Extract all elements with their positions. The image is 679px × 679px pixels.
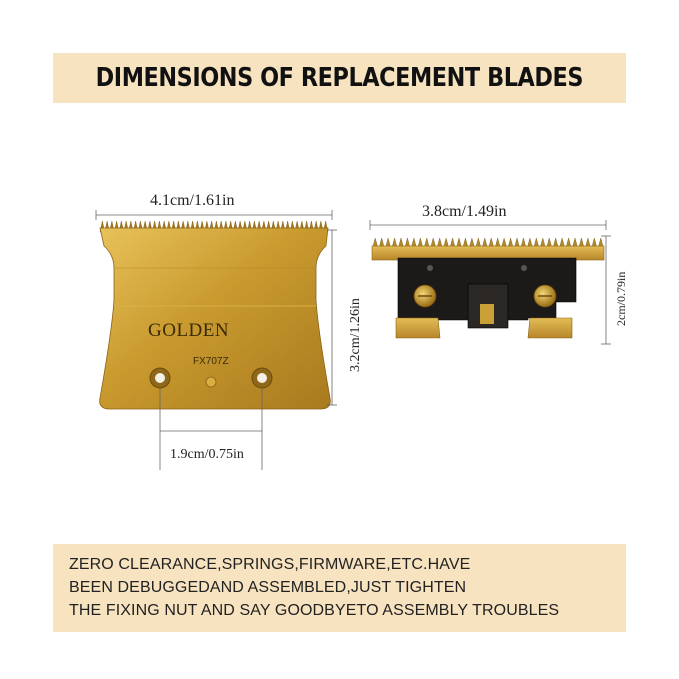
left-blade-pin [205, 376, 217, 388]
left-height-label: 3.2cm/1.26in [348, 298, 363, 372]
right-blade-screw-right [533, 284, 557, 308]
right-blade-leg-right [527, 317, 573, 339]
page-title: DIMENSIONS OF REPLACEMENT BLADES [95, 63, 584, 93]
description-line-1: ZERO CLEARANCE,SPRINGS,FIRMWARE,ETC.HAVE [69, 556, 471, 573]
left-width-label: 4.1cm/1.61in [150, 192, 235, 209]
left-blade-brand: GOLDEN [148, 320, 229, 341]
right-height-label: 2cm/0.79in [614, 271, 628, 326]
description-line-3: THE FIXING NUT AND SAY GOODBYETO ASSEMBL… [69, 602, 560, 619]
title-banner: DIMENSIONS OF REPLACEMENT BLADES [53, 53, 626, 103]
description-line-2: BEEN DEBUGGEDAND ASSEMBLED,JUST TIGHTEN [69, 579, 467, 596]
right-blade-leg-left [395, 317, 441, 339]
hole-spacing-label: 1.9cm/0.75in [170, 447, 244, 462]
left-blade-model: FX707Z [193, 356, 229, 367]
right-blade [371, 237, 605, 339]
right-blade-rivet-right [521, 265, 527, 271]
left-blade [99, 220, 331, 410]
description-box: ZERO CLEARANCE,SPRINGS,FIRMWARE,ETC.HAVE… [53, 544, 626, 632]
right-blade-tab [480, 304, 494, 324]
left-blade-hole-right [251, 367, 273, 389]
right-blade-rivet-left [427, 265, 433, 271]
right-width-label: 3.8cm/1.49in [422, 203, 507, 220]
right-blade-screw-left [413, 284, 437, 308]
left-blade-hole-left [149, 367, 171, 389]
left-dimension-lines [95, 210, 337, 470]
right-dimension-lines [369, 220, 611, 345]
